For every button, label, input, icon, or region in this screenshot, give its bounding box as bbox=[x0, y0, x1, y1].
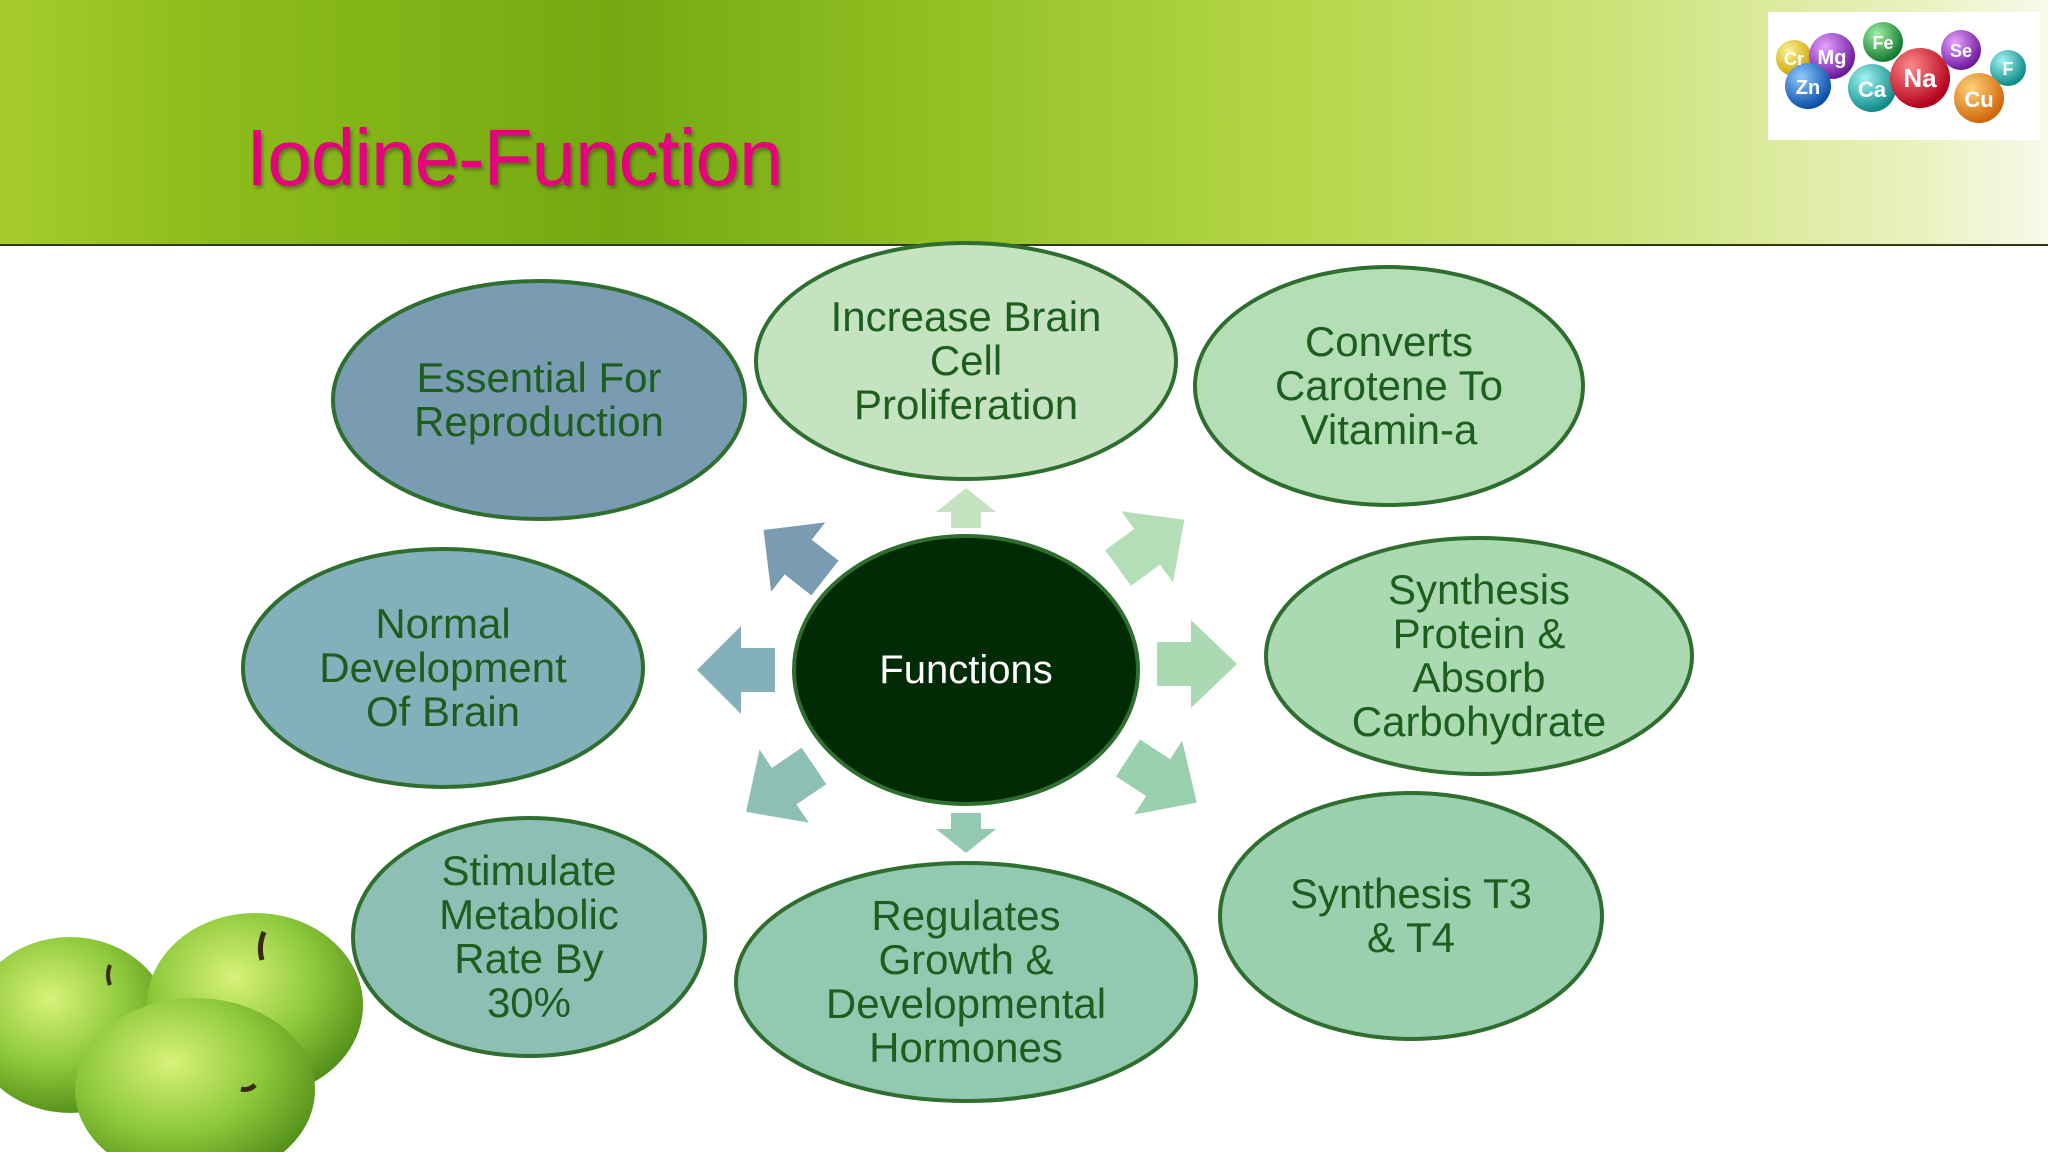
label-line: Increase Brain bbox=[830, 293, 1102, 340]
label-carotene: Converts Carotene To Vitamin-a bbox=[1209, 306, 1569, 466]
label-line: Carbohydrate bbox=[1351, 698, 1607, 745]
header-divider bbox=[0, 244, 2048, 246]
center-label: Functions bbox=[879, 647, 1053, 692]
element-cr-label: Cr bbox=[1784, 49, 1804, 69]
node-reproduction bbox=[331, 279, 747, 521]
label-line: Synthesis bbox=[1387, 566, 1571, 613]
label-line: Metabolic bbox=[439, 891, 619, 938]
element-se-label: Se bbox=[1950, 41, 1972, 61]
element-f-label: F bbox=[2003, 59, 2014, 79]
label-line: 30% bbox=[486, 979, 572, 1026]
node-t3t4 bbox=[1218, 791, 1604, 1041]
header-banner bbox=[0, 0, 2048, 245]
label-brain-dev: Normal Development Of Brain bbox=[263, 588, 623, 748]
element-zn-label: Zn bbox=[1796, 77, 1820, 99]
arrow-to-brain-cell bbox=[936, 488, 996, 528]
node-carotene bbox=[1193, 265, 1585, 507]
apples-image bbox=[0, 913, 363, 1152]
slide-title: Iodine-Function bbox=[246, 113, 783, 202]
label-line: Hormones bbox=[869, 1024, 1063, 1071]
label-line: Normal bbox=[375, 600, 511, 647]
element-na-label: Na bbox=[1903, 63, 1937, 93]
label-line: Vitamin-a bbox=[1300, 406, 1478, 453]
node-hormones bbox=[734, 861, 1198, 1103]
label-line: Essential For bbox=[416, 354, 662, 401]
label-hormones: Regulates Growth & Developmental Hormone… bbox=[776, 882, 1156, 1082]
label-line: Of Brain bbox=[365, 688, 521, 735]
element-cu-label: Cu bbox=[1964, 87, 1993, 112]
mineral-balls-image: Cr Mg Fe Se Zn Ca Na Cu F bbox=[1776, 22, 2026, 123]
arrow-to-t3t4 bbox=[1116, 739, 1197, 815]
label-line: Regulates bbox=[871, 892, 1061, 939]
label-line: Proliferation bbox=[853, 381, 1079, 428]
element-fe-label: Fe bbox=[1872, 33, 1893, 53]
element-ca-label: Ca bbox=[1858, 77, 1887, 102]
label-line: Reproduction bbox=[414, 398, 664, 445]
label-line: Rate By bbox=[454, 935, 604, 982]
label-reproduction: Essential For Reproduction bbox=[359, 320, 719, 480]
label-brain-cell: Increase Brain Cell Proliferation bbox=[786, 281, 1146, 441]
label-line: Carotene To bbox=[1274, 362, 1504, 409]
arrow-to-reproduction bbox=[763, 522, 839, 596]
label-line: Synthesis T3 bbox=[1289, 870, 1532, 917]
label-protein: Synthesis Protein & Absorb Carbohydrate bbox=[1279, 556, 1679, 756]
label-line: Cell bbox=[929, 337, 1003, 384]
arrow-to-metabolic bbox=[746, 747, 827, 823]
node-center bbox=[792, 534, 1140, 806]
label-line: Development bbox=[319, 644, 567, 691]
arrow-to-brain-dev bbox=[697, 626, 775, 714]
label-metabolic: Stimulate Metabolic Rate By 30% bbox=[369, 837, 689, 1037]
label-line: Absorb bbox=[1412, 654, 1546, 701]
label-t3t4: Synthesis T3 & T4 bbox=[1231, 836, 1591, 996]
label-line: Converts bbox=[1304, 318, 1474, 365]
label-line: Stimulate bbox=[441, 847, 617, 894]
arrows bbox=[697, 488, 1237, 853]
node-brain-cell bbox=[754, 241, 1178, 481]
label-line: Protein & bbox=[1392, 610, 1566, 657]
node-metabolic bbox=[351, 816, 707, 1058]
node-protein bbox=[1264, 536, 1694, 776]
node-brain-dev bbox=[241, 547, 645, 789]
element-mg-label: Mg bbox=[1818, 47, 1847, 69]
label-line: Developmental bbox=[825, 980, 1107, 1027]
arrow-to-protein bbox=[1157, 620, 1237, 708]
label-line: Growth & bbox=[878, 936, 1054, 983]
label-line: & T4 bbox=[1367, 914, 1455, 961]
minerals-logo: Cr Mg Fe Se Zn Ca Na Cu F bbox=[1768, 12, 2040, 140]
arrow-to-hormones bbox=[936, 813, 996, 853]
arrow-to-carotene bbox=[1105, 511, 1185, 586]
